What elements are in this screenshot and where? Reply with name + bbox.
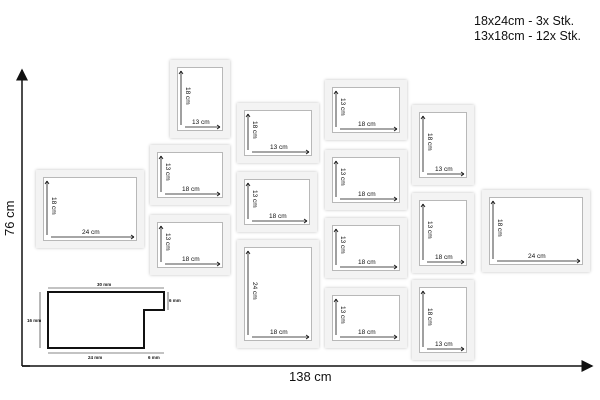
frame-measure-arrows xyxy=(420,203,465,265)
profile-bottom-label: 24 mm xyxy=(88,355,103,360)
frame-measure-arrows xyxy=(333,228,398,270)
frame-width-label: 18 cm xyxy=(358,191,376,198)
frame-measure-arrows xyxy=(333,160,398,202)
frame-opening xyxy=(244,110,312,156)
frame-width-label: 13 cm xyxy=(270,144,288,151)
frame-opening xyxy=(43,177,137,241)
frame-measure-arrows xyxy=(420,290,465,352)
frame-width-label: 18 cm xyxy=(269,213,287,220)
total-width-label: 138 cm xyxy=(289,369,332,384)
frame-measure-arrows xyxy=(178,70,221,130)
frame-measure-arrows xyxy=(158,155,221,197)
frame-opening xyxy=(244,247,312,341)
profile-left-label: 16 mm xyxy=(27,318,42,323)
legend-line-13x18: 13x18cm - 12x Stk. xyxy=(474,29,581,43)
frame-opening xyxy=(157,152,223,198)
frame-width-label: 18 cm xyxy=(358,259,376,266)
frame-opening xyxy=(489,197,583,265)
frame-measure-arrows xyxy=(333,298,398,340)
frame-width-label: 18 cm xyxy=(182,256,200,263)
frame-width-label: 18 cm xyxy=(358,121,376,128)
frame-width-label: 18 cm xyxy=(435,254,453,261)
frame-width-label: 18 cm xyxy=(358,329,376,336)
frame-width-label: 24 cm xyxy=(82,229,100,236)
frame-measure-arrows xyxy=(158,225,221,267)
legend: 18x24cm - 3x Stk. 13x18cm - 12x Stk. xyxy=(474,14,581,44)
frame-opening xyxy=(177,67,223,131)
legend-line-18x24: 18x24cm - 3x Stk. xyxy=(474,14,575,28)
profile-bottom-right-label: 6 mm xyxy=(148,355,160,360)
frame-measure-arrows xyxy=(44,180,135,240)
frame-opening xyxy=(419,287,467,353)
frame-opening xyxy=(157,222,223,268)
frame-opening xyxy=(419,200,467,266)
frame-measure-arrows xyxy=(245,250,310,340)
frame-width-label: 13 cm xyxy=(435,341,453,348)
frame-measure-arrows xyxy=(245,182,308,224)
profile-top-label: 30 mm xyxy=(97,282,112,287)
frame-measure-arrows xyxy=(490,200,581,264)
frame-measure-arrows xyxy=(420,115,465,177)
frame-opening xyxy=(332,225,400,271)
frame-width-label: 13 cm xyxy=(192,119,210,126)
frame-opening xyxy=(244,179,310,225)
frame-width-label: 24 cm xyxy=(528,253,546,260)
frame-opening xyxy=(419,112,467,178)
frame-width-label: 13 cm xyxy=(435,166,453,173)
frame-measure-arrows xyxy=(333,90,398,132)
frame-measure-arrows xyxy=(245,113,310,155)
profile-right-label: 6 mm xyxy=(169,298,181,303)
frame-opening xyxy=(332,295,400,341)
frame-width-label: 18 cm xyxy=(270,329,288,336)
frame-width-label: 18 cm xyxy=(182,186,200,193)
frame-opening xyxy=(332,87,400,133)
frame-opening xyxy=(332,157,400,203)
